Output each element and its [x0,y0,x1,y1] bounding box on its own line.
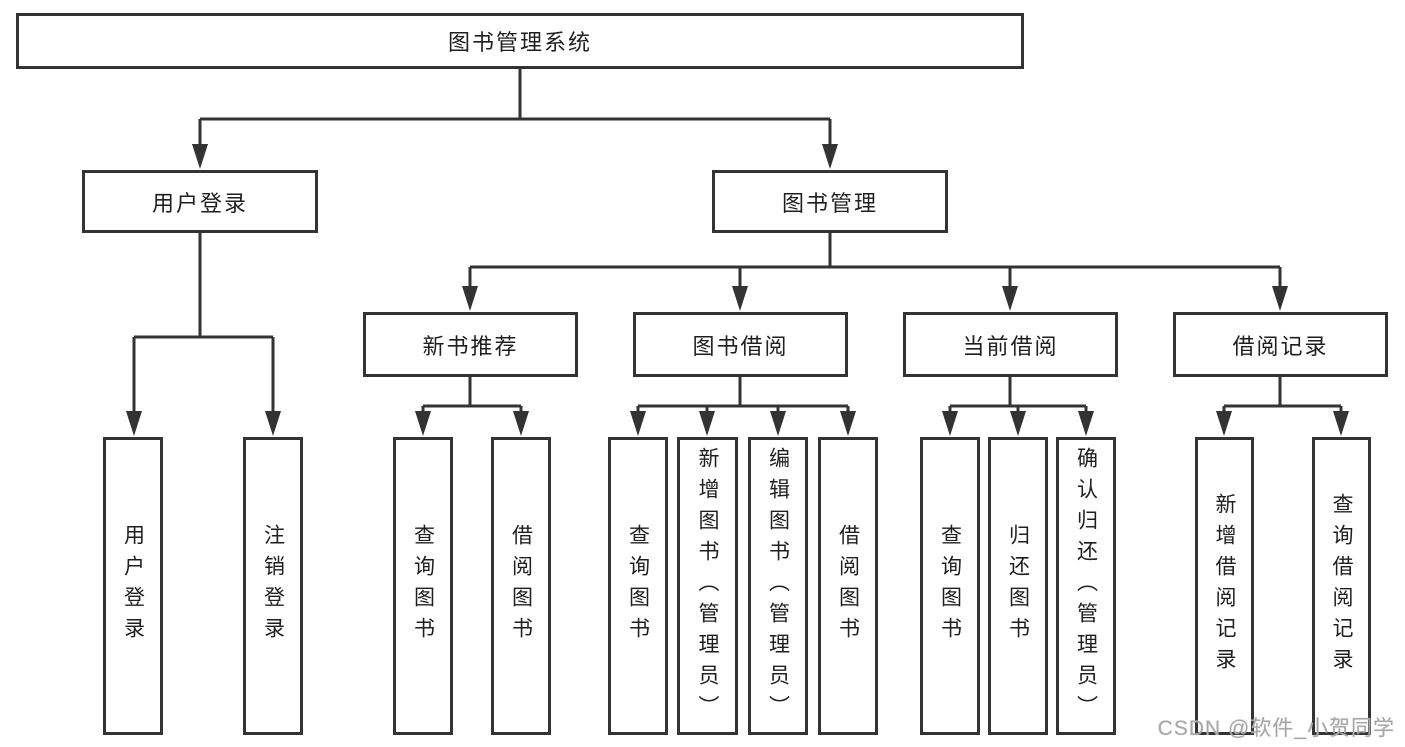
leaf-borrow-borrow-books: 借阅图书 [818,437,878,735]
leaf-borrow-borrow-books-label: 借阅图书 [836,524,860,648]
leaf-user-login: 用户登录 [103,437,163,735]
leaf-logout: 注销登录 [243,437,303,735]
node-current-borrow-label: 当前借阅 [962,333,1059,359]
node-borrow-records: 借阅记录 [1173,312,1388,377]
leaf-current-query-books: 查询图书 [920,437,980,735]
arrowheads [126,144,1349,436]
node-new-book-recommend-label: 新书推荐 [422,333,519,359]
leaf-current-return-books-label: 归还图书 [1006,524,1030,648]
leaf-records-add-record-label: 新增借阅记录 [1213,493,1236,679]
node-root-label: 图书管理系统 [447,30,592,55]
leaf-logout-label: 注销登录 [261,524,285,648]
node-new-book-recommend: 新书推荐 [363,312,578,377]
node-root: 图书管理系统 [16,13,1024,69]
node-book-management: 图书管理 [712,170,948,233]
leaf-records-add-record: 新增借阅记录 [1195,437,1254,735]
leaf-recommend-borrow-books: 借阅图书 [491,437,551,735]
node-user-login-label: 用户登录 [151,190,248,216]
leaf-records-query-record: 查询借阅记录 [1312,437,1371,735]
leaf-borrow-add-books-admin-label: 新增图书（管理员） [696,446,719,726]
node-book-management-label: 图书管理 [781,190,878,216]
node-current-borrow: 当前借阅 [903,312,1118,377]
node-user-login: 用户登录 [82,170,318,233]
leaf-records-query-record-label: 查询借阅记录 [1330,493,1353,679]
leaf-recommend-query-books-label: 查询图书 [411,524,435,648]
leaf-recommend-borrow-books-label: 借阅图书 [509,524,533,648]
leaf-current-query-books-label: 查询图书 [938,524,962,648]
leaf-borrow-query-books: 查询图书 [608,437,668,735]
leaf-borrow-add-books-admin: 新增图书（管理员） [677,437,738,735]
leaf-borrow-edit-books-admin-label: 编辑图书（管理员） [766,446,790,726]
leaf-user-login-label: 用户登录 [121,524,145,648]
node-book-borrow-label: 图书借阅 [692,333,789,359]
leaf-current-confirm-return-admin-label: 确认归还（管理员） [1074,446,1098,726]
node-book-borrow: 图书借阅 [633,312,848,377]
csdn-watermark: CSDN @软件_小贺同学 [1157,717,1395,740]
leaf-recommend-query-books: 查询图书 [393,437,453,735]
leaf-borrow-edit-books-admin: 编辑图书（管理员） [748,437,808,735]
node-borrow-records-label: 借阅记录 [1232,333,1329,359]
leaf-borrow-query-books-label: 查询图书 [626,524,650,648]
leaf-current-return-books: 归还图书 [988,437,1048,735]
leaf-current-confirm-return-admin: 确认归还（管理员） [1056,437,1116,735]
